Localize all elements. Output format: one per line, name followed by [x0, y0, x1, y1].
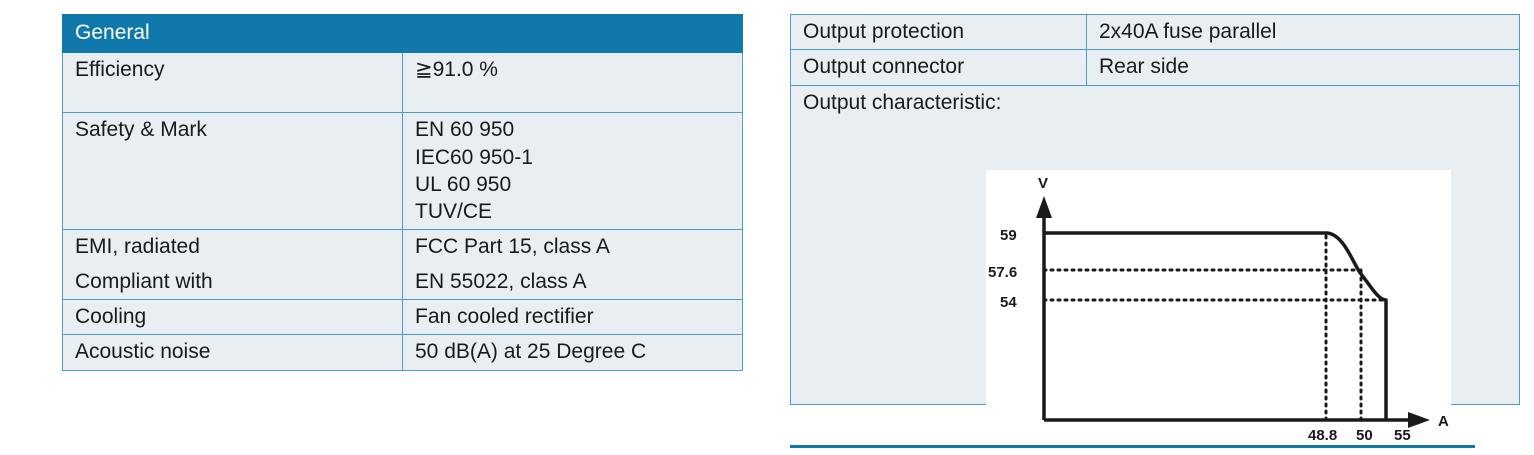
row-label-output-connector: Output connector	[790, 49, 1087, 86]
x-tick-label-50: 50	[1356, 427, 1373, 440]
table-row: Output protection 2x40A fuse parallel	[790, 13, 1520, 51]
row-value-emi-radiated: FCC Part 15, class A	[402, 229, 743, 265]
output-specs-table: Output protection 2x40A fuse parallel Ou…	[790, 13, 1520, 440]
general-specs-table: General Efficiency ≧91.0 % Safety & Mark…	[62, 13, 743, 371]
output-characteristic-row: Output characteristic: V	[790, 84, 1520, 440]
table-row: Compliant with EN 55022, class A	[62, 264, 743, 301]
chart-svg: V A 59 57.6 54 48.8 50 55	[988, 175, 1449, 440]
table-row: Acoustic noise 50 dB(A) at 25 Degree C	[62, 334, 743, 371]
output-characteristic-chart: V A 59 57.6 54 48.8 50 55	[986, 169, 1451, 440]
safety-line: TUV/CE	[415, 200, 493, 224]
safety-line: IEC60 950-1	[415, 145, 533, 169]
y-axis-unit-label: V	[1038, 175, 1048, 192]
table-row: Efficiency ≧91.0 %	[62, 52, 743, 114]
chart-guide-lines	[1042, 231, 1386, 422]
row-value-efficiency: ≧91.0 %	[402, 52, 743, 114]
output-characteristic-cell: Output characteristic: V	[790, 84, 1520, 440]
output-characteristic-label: Output characteristic:	[803, 90, 1002, 114]
row-value-safety-mark: EN 60 950 IEC60 950-1 UL 60 950 TUV/CE	[402, 112, 743, 231]
row-label-safety-mark: Safety & Mark	[62, 112, 403, 231]
x-tick-label-48-8: 48.8	[1308, 427, 1337, 440]
safety-line: EN 60 950	[415, 118, 515, 142]
row-value-output-connector: Rear side	[1086, 49, 1520, 86]
table-row: EMI, radiated FCC Part 15, class A	[62, 229, 743, 265]
x-tick-label-55: 55	[1394, 427, 1411, 440]
row-label-compliant-with: Compliant with	[62, 264, 403, 301]
row-label-emi-radiated: EMI, radiated	[62, 229, 403, 265]
chart-axes	[1036, 195, 1430, 428]
row-label-output-protection: Output protection	[790, 13, 1087, 51]
output-curve	[1044, 230, 1388, 420]
safety-line: UL 60 950	[415, 172, 512, 196]
table-row: Cooling Fan cooled rectifier	[62, 299, 743, 336]
general-header-cell: General	[62, 13, 743, 54]
section-divider-rule	[790, 445, 1475, 448]
y-tick-label-57-6: 57.6	[988, 264, 1017, 281]
table-header-row: General	[62, 13, 743, 54]
row-value-output-protection: 2x40A fuse parallel	[1086, 13, 1520, 51]
y-tick-label-59: 59	[1000, 227, 1017, 244]
row-value-acoustic-noise: 50 dB(A) at 25 Degree C	[402, 334, 743, 371]
table-row: Output connector Rear side	[790, 49, 1520, 86]
row-label-acoustic-noise: Acoustic noise	[62, 334, 403, 371]
x-axis-unit-label: A	[1438, 413, 1449, 430]
row-label-cooling: Cooling	[62, 299, 403, 336]
row-value-compliant-with: EN 55022, class A	[402, 264, 743, 301]
row-value-cooling: Fan cooled rectifier	[402, 299, 743, 336]
y-tick-label-54: 54	[1000, 294, 1017, 311]
table-row: Safety & Mark EN 60 950 IEC60 950-1 UL 6…	[62, 112, 743, 231]
row-label-efficiency: Efficiency	[62, 52, 403, 114]
